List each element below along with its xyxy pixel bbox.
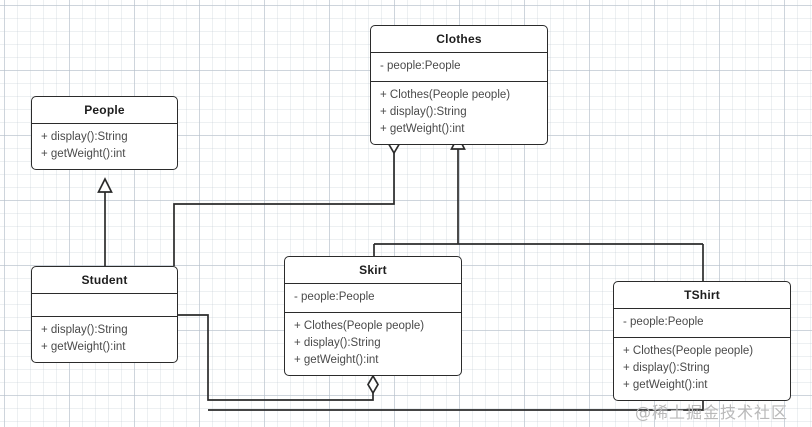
class-name-people: People [84, 103, 125, 117]
watermark-text: @稀土掘金技术社区 [635, 403, 789, 422]
attributes-compartment-clothes: - people:People [371, 53, 547, 81]
methods-compartment-tshirt: + Clothes(People people) + display():Str… [614, 338, 790, 400]
method-row: + getWeight():int [623, 379, 708, 391]
compartment-divider [371, 81, 547, 82]
method-row: + display():String [294, 337, 381, 349]
method-row: + display():String [380, 106, 467, 118]
class-name-tshirt: TShirt [684, 288, 720, 302]
method-row: + display():String [41, 324, 128, 336]
attributes-compartment-student [32, 294, 177, 316]
compartment-divider [32, 293, 177, 294]
method-row: + Clothes(People people) [294, 320, 425, 332]
method-row: + getWeight():int [41, 341, 126, 353]
attribute-row: - people:People [623, 316, 704, 328]
method-row: + display():String [41, 131, 128, 143]
uml-class-student[interactable]: Student + display():String + getWeight()… [31, 266, 178, 363]
methods-compartment-clothes: + Clothes(People people) + display():Str… [371, 82, 547, 144]
compartment-divider [614, 308, 790, 309]
method-row: + Clothes(People people) [623, 345, 754, 357]
compartment-divider [614, 337, 790, 338]
class-name-clothes: Clothes [436, 32, 482, 46]
method-row: + getWeight():int [380, 123, 465, 135]
edge-clothes-aggregates-student [173, 134, 400, 266]
uml-class-tshirt[interactable]: TShirt - people:People + Clothes(People … [613, 281, 791, 401]
methods-compartment-skirt: + Clothes(People people) + display():Str… [285, 313, 461, 375]
uml-class-people[interactable]: People + display():String + getWeight():… [31, 96, 178, 170]
methods-compartment-people: + display():String + getWeight():int [32, 124, 177, 169]
method-row: + Clothes(People people) [380, 89, 511, 101]
uml-class-skirt[interactable]: Skirt - people:People + Clothes(People p… [284, 256, 462, 376]
uml-class-clothes[interactable]: Clothes - people:People + Clothes(People… [370, 25, 548, 145]
attributes-compartment-skirt: - people:People [285, 284, 461, 312]
method-row: + getWeight():int [41, 148, 126, 160]
compartment-divider [285, 283, 461, 284]
attribute-row: - people:People [294, 291, 375, 303]
class-name-student: Student [81, 273, 128, 287]
edge-student-extends-people [97, 177, 113, 266]
attribute-row: - people:People [380, 60, 461, 72]
compartment-divider [285, 312, 461, 313]
compartment-divider [32, 316, 177, 317]
class-name-skirt: Skirt [359, 263, 387, 277]
methods-compartment-student: + display():String + getWeight():int [32, 317, 177, 362]
compartment-divider [371, 52, 547, 53]
attributes-compartment-tshirt: - people:People [614, 309, 790, 337]
compartment-divider [32, 123, 177, 124]
method-row: + getWeight():int [294, 354, 379, 366]
method-row: + display():String [623, 362, 710, 374]
